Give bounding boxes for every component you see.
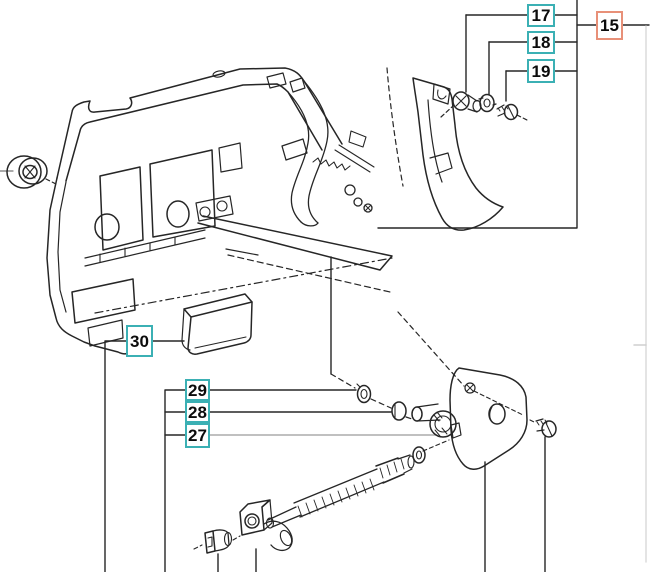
guard-washer <box>479 93 495 113</box>
callout-15-label: 15 <box>600 16 619 35</box>
callout-15[interactable]: 15 <box>596 11 623 40</box>
callout-29-label: 29 <box>188 380 207 400</box>
callout-18-label: 18 <box>531 33 551 52</box>
callout-27-label: 27 <box>188 426 207 445</box>
callout-19[interactable]: 19 <box>527 59 555 83</box>
callout-28-label: 28 <box>188 402 207 422</box>
callout-leader-lines <box>104 0 650 572</box>
tensioner-pin <box>193 529 233 554</box>
guard-screw <box>496 103 519 121</box>
tensioner-block <box>232 499 293 552</box>
chain-guard-plate <box>386 67 504 231</box>
bar-knob <box>0 155 59 189</box>
bracket-screw <box>535 418 557 438</box>
tensioner-bracket <box>449 367 537 470</box>
tensioner-washer <box>391 401 407 421</box>
worm-washer <box>412 439 450 464</box>
guide-plate <box>181 293 253 355</box>
clutch-cover <box>46 67 393 355</box>
callout-30[interactable]: 30 <box>126 325 153 357</box>
tensioner-circlip <box>356 383 372 404</box>
callout-29[interactable]: 29 <box>185 379 210 401</box>
callout-17[interactable]: 17 <box>527 4 555 27</box>
tensioner-axis <box>330 311 465 420</box>
tensioner-worm-screw <box>265 454 415 529</box>
callout-27[interactable]: 27 <box>185 423 210 448</box>
callout-18[interactable]: 18 <box>527 31 555 54</box>
callout-28[interactable]: 28 <box>185 401 210 423</box>
guard-bolt <box>452 91 482 113</box>
callout-30-label: 30 <box>130 331 149 351</box>
page-edge-line <box>633 25 647 563</box>
tensioner-gear <box>411 403 457 438</box>
guard-assembly-axis <box>440 97 528 121</box>
chain-brake-detail <box>281 80 375 227</box>
callout-17-label: 17 <box>531 6 551 25</box>
callout-19-label: 19 <box>531 61 551 81</box>
